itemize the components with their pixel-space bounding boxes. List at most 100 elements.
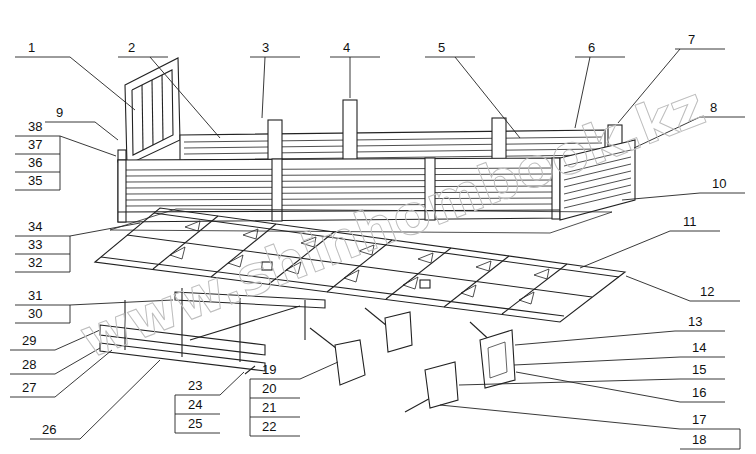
callout-underline xyxy=(670,231,720,232)
leader-line xyxy=(80,360,160,439)
callout-underline xyxy=(15,57,70,58)
callout-underline xyxy=(250,436,300,437)
callout-underline xyxy=(175,414,220,415)
callout-number: 34 xyxy=(28,219,42,234)
bracket xyxy=(335,340,365,385)
callout-underline xyxy=(15,172,60,173)
callout-underline xyxy=(680,402,725,403)
callout-number: 33 xyxy=(28,237,42,252)
callout-number: 32 xyxy=(28,255,42,270)
leader-line xyxy=(440,405,680,429)
leader-line xyxy=(580,231,670,268)
callout-number: 26 xyxy=(42,422,56,437)
callout-underline xyxy=(10,350,55,351)
callout-number: 5 xyxy=(438,40,445,55)
callout-underline xyxy=(680,357,725,358)
callout-number: 9 xyxy=(56,105,63,120)
callout-underline xyxy=(15,254,70,255)
callout-number: 28 xyxy=(22,357,36,372)
leader-line xyxy=(515,331,675,345)
callout-underline xyxy=(680,449,740,450)
callout-underline xyxy=(15,305,70,306)
leader-line xyxy=(70,223,140,236)
callout-number: 38 xyxy=(28,119,42,134)
leader-line xyxy=(622,193,700,200)
headboard-bar xyxy=(142,85,143,150)
callout-number: 1 xyxy=(28,40,35,55)
subframe-post xyxy=(304,300,305,340)
leader-line xyxy=(626,276,690,301)
callout-number: 14 xyxy=(692,340,706,355)
leader-line xyxy=(455,57,520,138)
callout-number: 35 xyxy=(28,173,42,188)
callout-underline xyxy=(45,122,95,123)
callout-underline xyxy=(118,57,168,58)
callout-underline xyxy=(175,395,220,396)
callout-underline xyxy=(15,136,60,137)
group-bracket xyxy=(175,395,176,433)
leader-line xyxy=(350,57,351,98)
headboard-bar xyxy=(152,80,153,145)
callout-number: 7 xyxy=(688,32,695,47)
callout-number: 17 xyxy=(692,412,706,427)
bracket xyxy=(385,312,412,352)
callout-number: 15 xyxy=(692,362,706,377)
callout-number: 3 xyxy=(262,40,269,55)
callout-underline xyxy=(250,57,300,58)
group-bracket xyxy=(740,429,741,449)
callout-underline xyxy=(425,57,475,58)
leader-line xyxy=(150,57,220,138)
bracket-rib xyxy=(488,342,507,378)
callout-underline xyxy=(250,398,300,399)
leader-line xyxy=(300,362,338,379)
callout-underline xyxy=(15,154,60,155)
leader-line xyxy=(60,136,116,156)
callout-number: 13 xyxy=(688,314,702,329)
post xyxy=(118,160,126,222)
bracket xyxy=(480,330,515,388)
callout-number: 37 xyxy=(28,137,42,152)
bolt xyxy=(245,366,255,374)
headboard-frame xyxy=(132,70,173,155)
callout-number: 23 xyxy=(188,378,202,393)
callout-underline xyxy=(330,57,380,58)
callout-underline xyxy=(10,397,55,398)
plate xyxy=(420,280,430,288)
callout-underline xyxy=(680,429,740,430)
callout-underline xyxy=(10,374,55,375)
leader-line xyxy=(70,57,135,110)
callout-number: 22 xyxy=(262,419,276,434)
headboard-bar xyxy=(162,75,163,140)
callout-number: 10 xyxy=(712,176,726,191)
callout-number: 18 xyxy=(692,432,706,447)
group-bracket xyxy=(70,236,71,272)
leader-line xyxy=(220,372,244,395)
callout-underline xyxy=(575,57,625,58)
callout-number: 20 xyxy=(262,381,276,396)
callout-underline xyxy=(680,379,725,380)
group-bracket xyxy=(70,305,71,323)
callout-number: 16 xyxy=(692,385,706,400)
callout-number: 8 xyxy=(710,100,717,115)
group-bracket xyxy=(60,136,61,190)
callout-number: 12 xyxy=(700,284,714,299)
callout-number: 2 xyxy=(128,40,135,55)
callout-number: 21 xyxy=(262,400,276,415)
callout-underline xyxy=(250,417,300,418)
callout-underline xyxy=(15,323,70,324)
callout-underline xyxy=(675,331,725,332)
callout-number: 31 xyxy=(28,288,42,303)
group-bracket xyxy=(250,379,251,436)
callout-underline xyxy=(15,190,60,191)
callout-number: 19 xyxy=(262,362,276,377)
bracket xyxy=(425,362,458,408)
headboard xyxy=(125,58,180,165)
callout-number: 24 xyxy=(188,397,202,412)
callout-underline xyxy=(700,193,745,194)
leader-lines xyxy=(10,49,745,449)
callout-underline xyxy=(250,379,300,380)
callout-underline xyxy=(175,433,220,434)
callout-underline xyxy=(15,272,70,273)
callout-number: 36 xyxy=(28,155,42,170)
